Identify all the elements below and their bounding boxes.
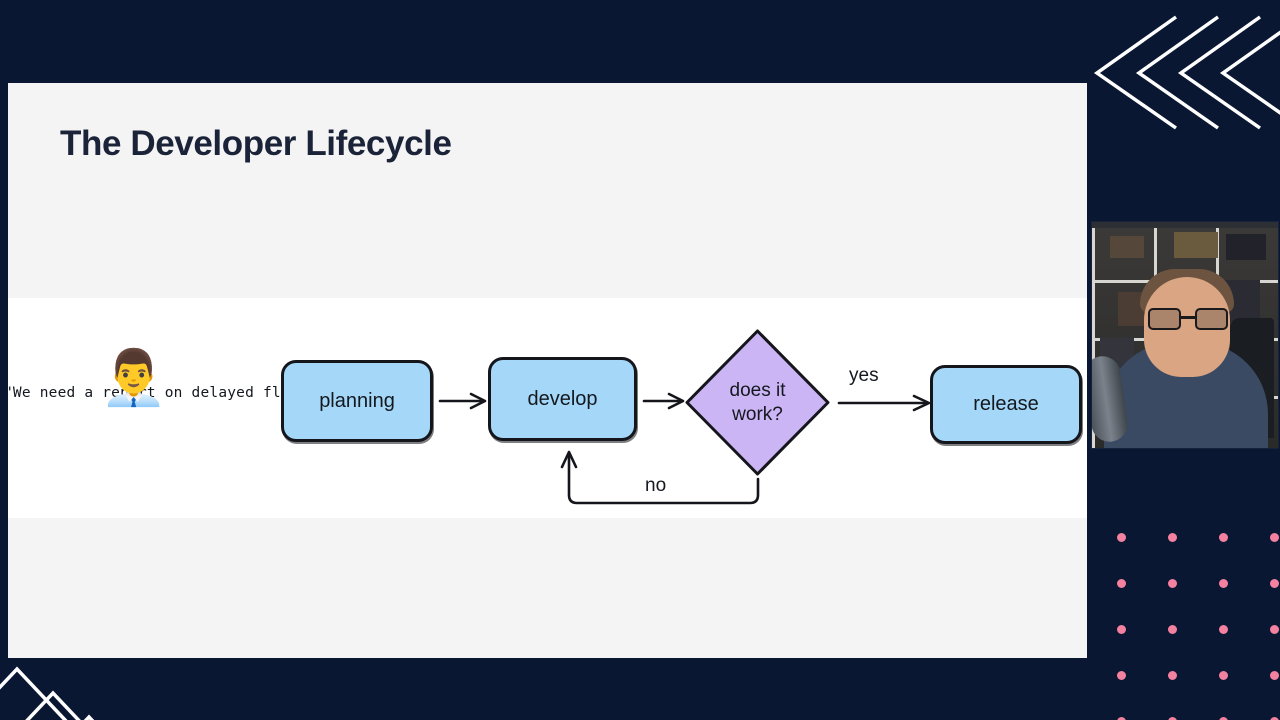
grid-dot bbox=[1270, 579, 1279, 588]
grid-dot bbox=[1117, 625, 1126, 634]
slide-panel: The Developer Lifecycle "We need a repor… bbox=[8, 83, 1087, 658]
flow-node-planning[interactable]: planning bbox=[281, 360, 433, 442]
grid-dot bbox=[1270, 625, 1279, 634]
flow-node-develop[interactable]: develop bbox=[488, 357, 637, 441]
diamond-shape bbox=[685, 329, 830, 476]
edge-label-yes: yes bbox=[849, 365, 879, 386]
flow-node-release-label: release bbox=[973, 393, 1039, 415]
grid-dot bbox=[1219, 671, 1228, 680]
grid-dot bbox=[1270, 671, 1279, 680]
decision-label-line1: does it bbox=[729, 379, 786, 401]
presenter-video-feed bbox=[1091, 221, 1279, 449]
glasses-icon bbox=[1148, 308, 1228, 330]
developer-lifecycle-flowchart: planning develop does it work? release bbox=[8, 83, 1087, 658]
edge-label-no: no bbox=[645, 475, 667, 496]
flow-node-planning-label: planning bbox=[319, 389, 395, 412]
chevrons-left-icon bbox=[1093, 15, 1280, 130]
page-title: The Developer Lifecycle bbox=[60, 124, 452, 163]
grid-dot bbox=[1117, 533, 1126, 542]
dot-grid-pattern bbox=[1090, 505, 1280, 720]
flowchart-connectors bbox=[438, 392, 931, 505]
decision-label-line2: work? bbox=[732, 403, 783, 425]
grid-dot bbox=[1168, 579, 1177, 588]
flow-node-release[interactable]: release bbox=[930, 365, 1082, 444]
grid-dot bbox=[1168, 671, 1177, 680]
flow-node-develop-label: develop bbox=[527, 387, 598, 410]
grid-dot bbox=[1117, 579, 1126, 588]
presenter-face bbox=[1144, 277, 1230, 377]
grid-dot bbox=[1219, 533, 1228, 542]
grid-dot bbox=[1219, 579, 1228, 588]
grid-dot bbox=[1168, 625, 1177, 634]
prompt-quote-text: "We need a report on delayed flights" bbox=[8, 385, 335, 401]
grid-dot bbox=[1168, 533, 1177, 542]
shelf-object bbox=[1226, 234, 1266, 260]
office-worker-emoji: 👨‍💼 bbox=[100, 348, 168, 408]
flow-node-decision-label: does it work? bbox=[683, 327, 832, 478]
grid-dot bbox=[1270, 533, 1279, 542]
grid-dot bbox=[1117, 671, 1126, 680]
shelf-object bbox=[1174, 232, 1218, 258]
grid-dot bbox=[1219, 625, 1228, 634]
shelf-object bbox=[1110, 236, 1144, 258]
flow-node-decision[interactable]: does it work? bbox=[683, 327, 832, 478]
